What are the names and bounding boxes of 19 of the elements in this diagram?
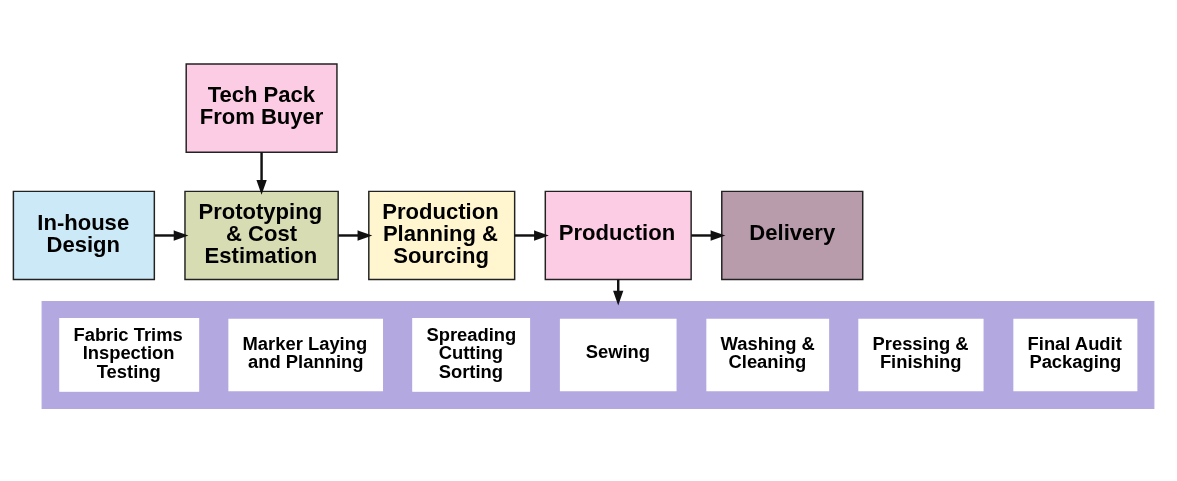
node-box: Delivery [721, 190, 864, 280]
node-box: Fabric Trims Inspection Testing [59, 317, 200, 392]
arrow [256, 151, 267, 195]
node-box: Tech Pack From Buyer [185, 62, 338, 153]
node-box: Washing & Cleaning [706, 318, 830, 391]
node-box: In-house Design [12, 190, 156, 280]
node-box: Final Audit Packaging [1013, 318, 1138, 391]
node-box: Production [544, 190, 692, 280]
node-box: Pressing & Finishing [858, 318, 984, 391]
node-box: Production Planning & Sourcing [368, 190, 516, 280]
node-box: Prototyping & Cost Estimation [184, 190, 339, 280]
node-box: Spreading Cutting Sorting [412, 317, 531, 392]
arrow [154, 229, 189, 241]
arrow [514, 229, 549, 241]
arrow [338, 229, 373, 241]
arrow [691, 229, 726, 241]
cluster [41, 300, 1155, 409]
node-box: Marker Laying and Planning [228, 318, 384, 391]
node-box: Sewing [559, 318, 677, 391]
